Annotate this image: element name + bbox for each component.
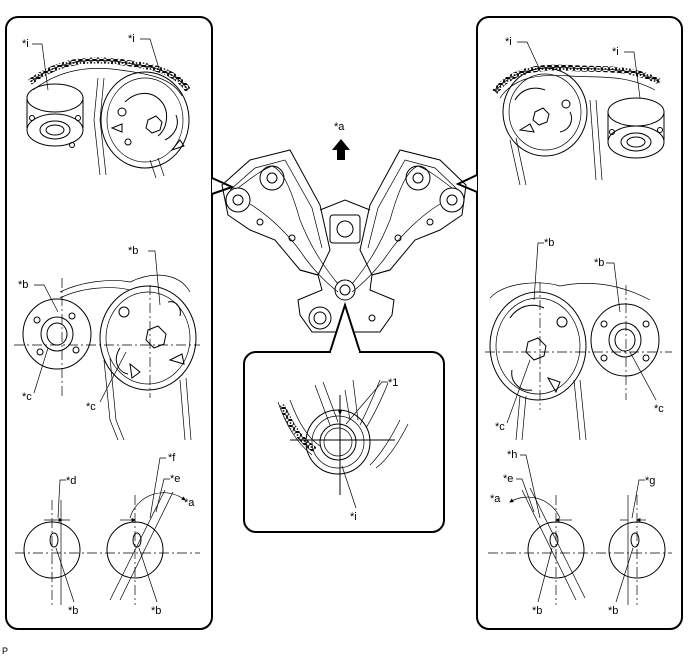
label-i-left-sprocket: *i [128,33,135,45]
label-i-left-actuator: *i [22,38,29,50]
label-h-right: *h [507,449,517,461]
figure-code: P [2,646,8,656]
right-top-camshaft-illustration [492,64,665,186]
right-bank-panel: *i *i [455,16,683,630]
label-b-left-bottom-1: *b [68,605,78,617]
crank-detail-panel [243,301,445,533]
label-a-right: *a [490,493,501,505]
label-f-left: *f [168,452,176,464]
label-b-left-mid-2: *b [128,245,138,257]
label-e-left: *e [170,473,180,485]
label-b-left-mid-1: *b [18,279,28,291]
left-bank-panel: *i *i [5,16,235,630]
label-d-left: *d [66,475,76,487]
up-arrow-icon [332,139,350,160]
label-c-left-mid-1: *c [22,391,32,403]
label-b-left-bottom-2: *b [151,605,161,617]
label-b-right-bottom-1: *b [532,605,542,617]
label-g-right: *g [645,475,655,487]
right-mid-alignment-illustration [485,282,672,441]
label-b-right-mid-2: *b [594,257,604,269]
engine-front-view [221,139,467,333]
label-c-right-mid-2: *c [654,403,664,415]
right-bottom-mark-illustration [488,487,672,605]
label-c-left-mid-2: *c [86,401,96,413]
left-mid-alignment-illustration [14,274,200,441]
label-b-right-mid-1: *b [544,237,554,249]
label-c-right-mid-1: *c [495,421,505,433]
label-i-crank: *i [350,511,357,523]
label-e-right: *e [503,473,513,485]
label-a-center: *a [334,121,345,133]
label-i-right-actuator: *i [612,46,619,58]
left-top-camshaft-illustration [26,57,191,179]
left-bottom-mark-illustration [15,489,200,605]
label-i-right-sprocket: *i [505,36,512,48]
label-1-crank: *1 [388,377,398,389]
label-a-left: *a [184,497,195,509]
label-b-right-bottom-2: *b [608,605,618,617]
